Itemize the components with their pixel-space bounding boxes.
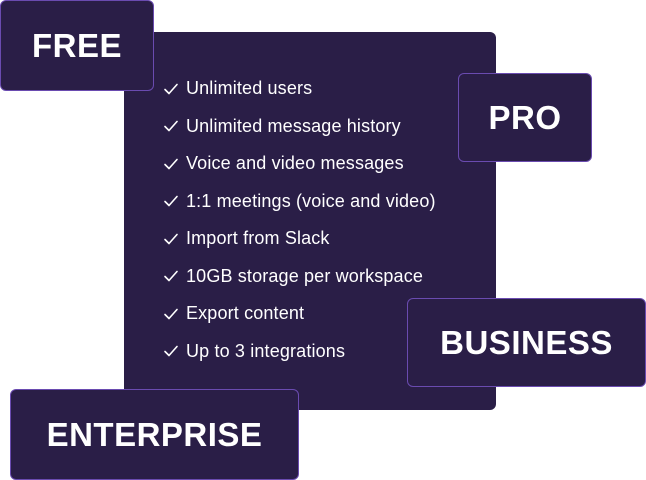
check-icon — [164, 345, 178, 357]
feature-label: Unlimited users — [186, 78, 313, 99]
feature-item-integrations: Up to 3 integrations — [162, 333, 436, 371]
plan-badge-business: BUSINESS — [407, 298, 646, 387]
feature-item-export-content: Export content — [162, 295, 436, 333]
features-card: Unlimited users Unlimited message histor… — [124, 32, 496, 410]
feature-label: Import from Slack — [186, 228, 330, 249]
check-icon — [164, 83, 178, 95]
check-icon — [164, 270, 178, 282]
feature-label: Voice and video messages — [186, 153, 404, 174]
feature-item-one-on-one-meetings: 1:1 meetings (voice and video) — [162, 183, 436, 221]
feature-list: Unlimited users Unlimited message histor… — [162, 70, 436, 370]
plan-badge-pro: PRO — [458, 73, 592, 162]
feature-item-storage: 10GB storage per workspace — [162, 258, 436, 296]
feature-item-unlimited-users: Unlimited users — [162, 70, 436, 108]
feature-label: 10GB storage per workspace — [186, 265, 424, 286]
feature-label: Unlimited message history — [186, 115, 401, 136]
plan-badge-enterprise: ENTERPRISE — [10, 389, 299, 480]
check-icon — [164, 195, 178, 207]
feature-label: Export content — [186, 303, 305, 324]
plan-badge-free: FREE — [0, 0, 154, 91]
check-icon — [164, 120, 178, 132]
check-icon — [164, 308, 178, 320]
feature-item-voice-video-messages: Voice and video messages — [162, 145, 436, 183]
feature-item-message-history: Unlimited message history — [162, 108, 436, 146]
check-icon — [164, 158, 178, 170]
check-icon — [164, 233, 178, 245]
feature-label: 1:1 meetings (voice and video) — [186, 190, 436, 211]
feature-label: Up to 3 integrations — [186, 340, 346, 361]
feature-item-import-from-slack: Import from Slack — [162, 220, 436, 258]
